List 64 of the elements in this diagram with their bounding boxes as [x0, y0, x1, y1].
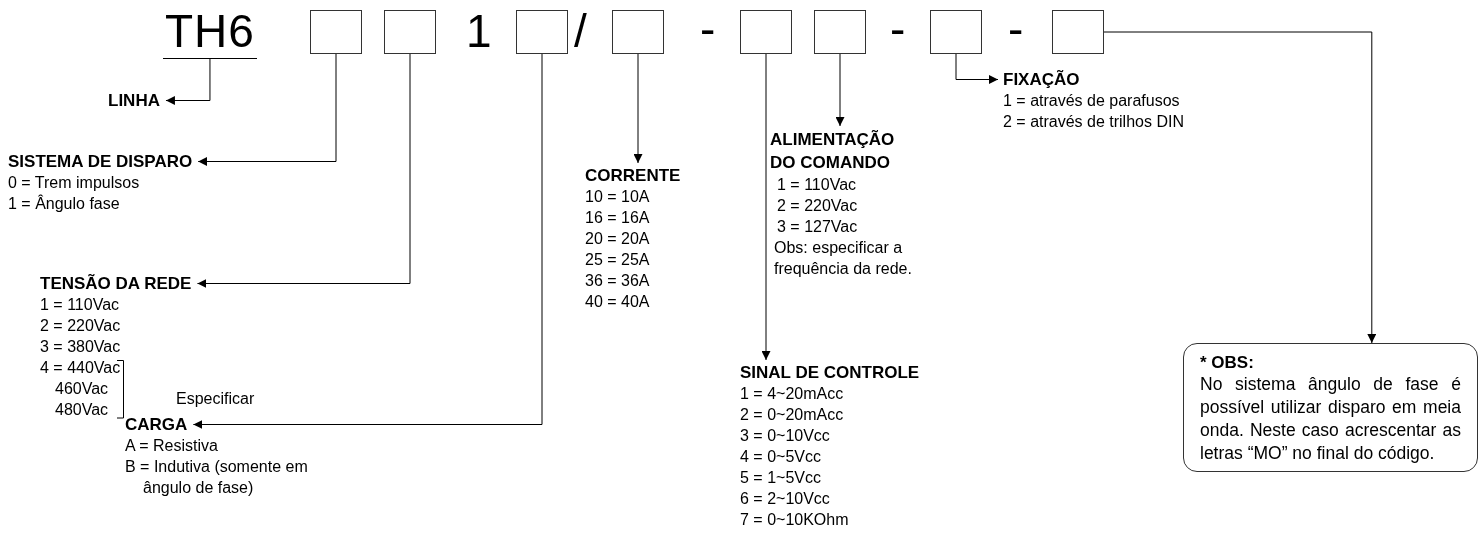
- option-text: B = Indutiva (somente em ângulo de fase): [125, 457, 309, 498]
- option-text: 7 = 0~10KOhm: [740, 510, 849, 530]
- code-separator: /: [574, 6, 587, 56]
- field-heading: ALIMENTAÇÃO DO COMANDO: [770, 129, 896, 174]
- arrow: [955, 53, 999, 84]
- code-box: [1052, 10, 1104, 54]
- field-heading: LINHA: [108, 90, 160, 111]
- option-text: 1 = 4~20mAcc: [740, 384, 844, 404]
- code-box: [930, 10, 982, 54]
- option-text: 5 = 1~5Vcc: [740, 468, 821, 488]
- arrow: [165, 58, 211, 105]
- option-text: 2 = 220Vac: [776, 196, 858, 216]
- option-text: 20 = 20A: [585, 229, 650, 249]
- option-text: 36 = 36A: [585, 271, 650, 291]
- option-text: 10 = 10A: [585, 187, 650, 207]
- option-text: 1 = 110Vac: [40, 295, 120, 315]
- code-separator: -: [700, 4, 716, 54]
- code-separator: 1: [466, 6, 492, 56]
- option-text: 6 = 2~10Vcc: [740, 489, 830, 509]
- option-text: 480Vac: [54, 400, 109, 420]
- option-text: 3 = 380Vac: [40, 337, 121, 357]
- field-heading: * OBS:: [1200, 352, 1254, 373]
- option-text: 0 = Trem impulsos: [8, 173, 140, 193]
- option-text: 2 = através de trilhos DIN: [1003, 112, 1184, 132]
- code-box: [612, 10, 664, 54]
- option-text: 1 = através de parafusos: [1003, 91, 1180, 111]
- option-text: 2 = 220Vac: [40, 316, 121, 336]
- option-text: A = Resistiva: [125, 436, 218, 456]
- field-heading: TENSÃO DA REDE: [40, 273, 192, 294]
- option-text: 1 = 110Vac: [776, 175, 857, 195]
- code-box: [516, 10, 568, 54]
- option-text: Obs: especificar a frequência da rede.: [773, 238, 913, 279]
- arrow: [1103, 31, 1377, 344]
- option-text: Especificar: [176, 389, 255, 409]
- note-text: No sistema ângulo de fase é possível utilizar disparo em meia onda. Neste caso acrescentar as letras “MO” no final do código.: [1200, 373, 1461, 465]
- code-box: [310, 10, 362, 54]
- option-text: 1 = Ângulo fase: [8, 193, 120, 214]
- code-box: [384, 10, 436, 54]
- option-text: 4 = 0~5Vcc: [740, 447, 821, 467]
- arrow: [197, 53, 337, 166]
- code-box: [740, 10, 792, 54]
- code-separator: -: [890, 4, 906, 54]
- field-heading: CARGA: [125, 414, 188, 435]
- arrow: [633, 53, 643, 164]
- field-heading: SISTEMA DE DISPARO: [8, 151, 193, 172]
- model-code-prefix: TH6: [163, 6, 257, 59]
- option-text: 3 = 0~10Vcc: [740, 426, 830, 446]
- arrow: [192, 53, 543, 429]
- note-box: [1183, 343, 1478, 472]
- option-text: 2 = 0~20mAcc: [740, 405, 844, 425]
- arrow: [761, 53, 771, 361]
- option-text: 25 = 25A: [585, 250, 650, 270]
- option-text: 3 = 127Vac: [776, 217, 858, 237]
- option-text: 16 = 16A: [585, 208, 650, 228]
- field-heading: SINAL DE CONTROLE: [740, 362, 920, 383]
- code-box: [814, 10, 866, 54]
- field-heading: CORRENTE: [585, 165, 681, 186]
- field-heading: FIXAÇÃO: [1003, 69, 1080, 90]
- option-text: 460Vac: [54, 379, 109, 399]
- code-separator: -: [1008, 4, 1024, 54]
- option-text: 40 = 40A: [585, 292, 650, 312]
- option-text: 4 = 440Vac: [40, 358, 121, 378]
- arrow: [835, 53, 845, 127]
- arrow: [196, 53, 411, 288]
